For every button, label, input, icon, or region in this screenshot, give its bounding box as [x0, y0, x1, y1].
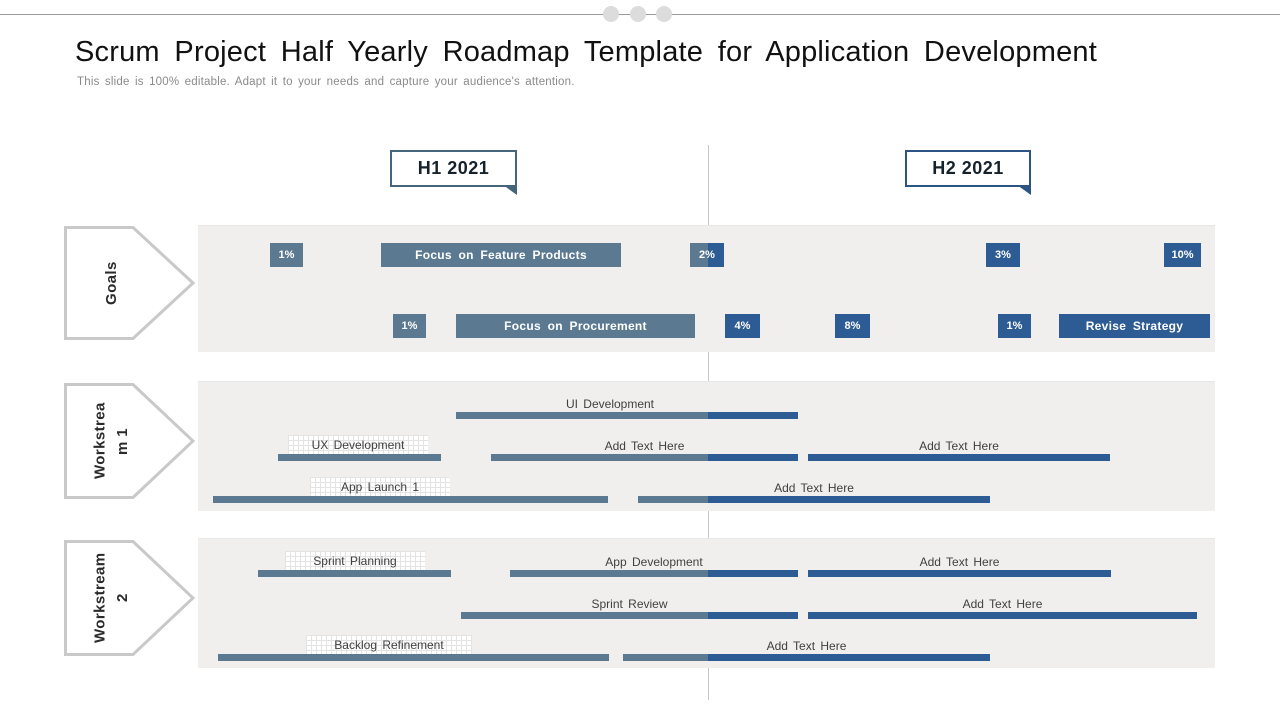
h1-2021-label: H1 2021 [417, 158, 490, 178]
task-bar-sprint-planning [258, 570, 451, 577]
goal-badge-2pct: 2% [690, 243, 724, 267]
task-label-app-development: App Development [605, 555, 703, 569]
task-label-backlog-refinement: Backlog Refinement [306, 635, 472, 655]
task-bar-add-text-here [808, 570, 1111, 577]
goal-badge-1pct: 1% [270, 243, 303, 267]
decor-dot [603, 6, 619, 22]
task-label-add-text-here: Add Text Here [774, 481, 854, 495]
task-bar-add-text-here [808, 454, 1110, 461]
workstream1-row-label: Workstrea m 1 [91, 402, 132, 480]
goals-row-label: Goals [102, 261, 120, 305]
pentagon-arrow-shape [64, 383, 195, 499]
task-bar-add-text-here [808, 612, 1197, 619]
goal-badge-1pct-3: 1% [998, 314, 1031, 338]
task-label-add-text-here: Add Text Here [962, 597, 1043, 611]
goal-badge-4pct: 4% [725, 314, 760, 338]
goal-badge-10pct: 10% [1164, 243, 1201, 267]
page-subtitle: This slide is 100% editable. Adapt it to… [77, 76, 575, 88]
fold-corner-icon [1017, 185, 1031, 195]
task-bar-add-text-here [623, 654, 990, 661]
decor-dot [630, 6, 646, 22]
page-title: Scrum Project Half Yearly Roadmap Templa… [75, 36, 1097, 68]
task-bar-ui-development [456, 412, 798, 419]
task-label-app-launch-1: App Launch 1 [310, 477, 450, 497]
fold-corner-icon [503, 185, 517, 195]
task-label-sprint-review: Sprint Review [591, 597, 668, 611]
task-label-sprint-planning: Sprint Planning [285, 551, 425, 571]
task-label-add-text-here: Add Text Here [766, 639, 847, 653]
decor-dot [656, 6, 672, 22]
task-bar-add-text-here [491, 454, 798, 461]
task-label-add-text-here: Add Text Here [919, 555, 1000, 569]
pentagon-arrow-shape [64, 226, 195, 340]
task-label-ui-development: UI Development [565, 397, 655, 411]
task-label-add-text-here: Add Text Here [604, 439, 685, 453]
goal-badge-3pct: 3% [986, 243, 1020, 267]
workstream1-row-header: Workstrea m 1 [64, 383, 195, 499]
h2-2021-tag: H2 2021 [905, 150, 1031, 195]
task-bar-sprint-review [461, 612, 798, 619]
workstream2-row-label: Workstream 2 [91, 552, 132, 644]
task-label-ux-development: UX Development [288, 435, 428, 455]
h1-2021-tag: H1 2021 [390, 150, 517, 195]
pentagon-arrow-shape [64, 540, 195, 656]
task-label-add-text-here: Add Text Here [919, 439, 999, 453]
goal-badge-8pct: 8% [835, 314, 870, 338]
task-bar-ux-development [278, 454, 441, 461]
task-bar-add-text-here [638, 496, 990, 503]
goal-bar-revise-strategy: Revise Strategy [1059, 314, 1210, 338]
goal-bar-focus-on-feature-products: Focus on Feature Products [381, 243, 621, 267]
goal-badge-1pct-2: 1% [393, 314, 426, 338]
h2-2021-label: H2 2021 [932, 158, 1004, 178]
task-bar-app-launch-1 [213, 496, 608, 503]
task-bar-app-development [510, 570, 798, 577]
workstream2-row-header: Workstream 2 [64, 540, 195, 656]
goals-row-header: Goals [64, 226, 195, 340]
goal-bar-focus-on-procurement: Focus on Procurement [456, 314, 695, 338]
task-bar-backlog-refinement [218, 654, 609, 661]
